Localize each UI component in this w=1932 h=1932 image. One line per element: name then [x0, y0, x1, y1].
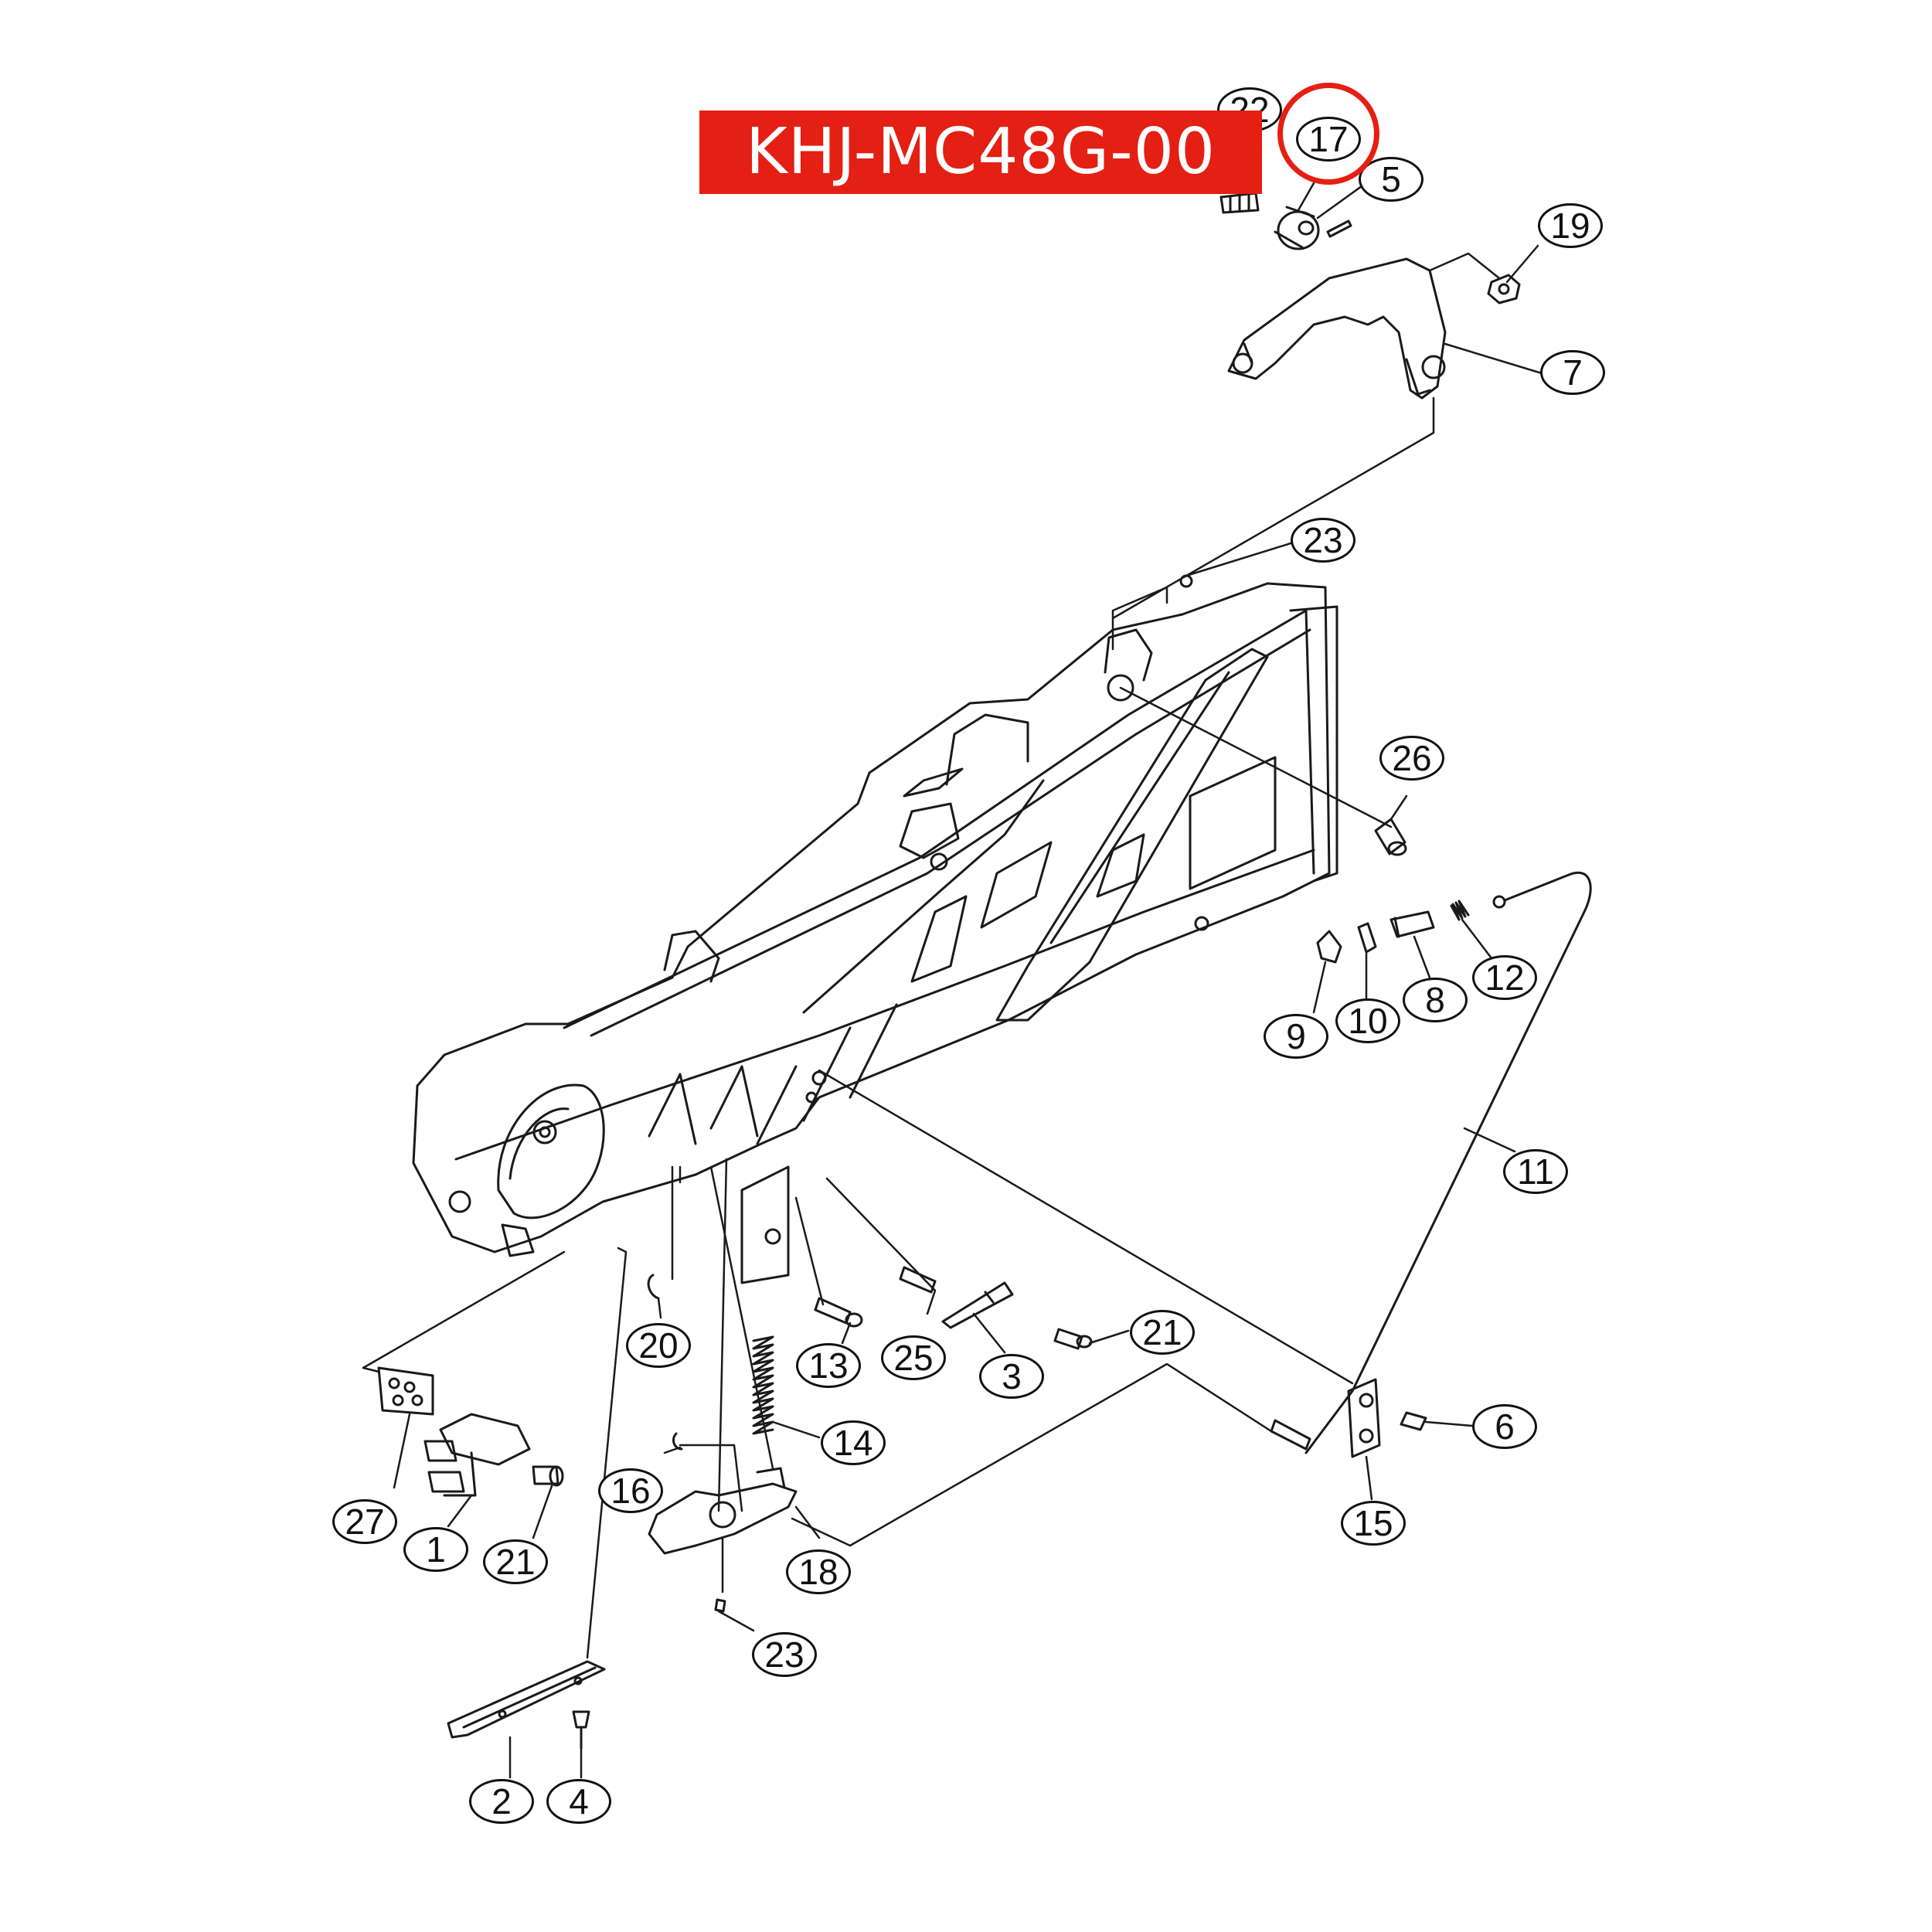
roller-part-17 — [1274, 206, 1320, 250]
frame-left-tab — [663, 930, 720, 983]
frame-hole-c — [805, 1091, 818, 1104]
spring-part-12 — [1450, 900, 1470, 921]
callout-23-lower: 23 — [752, 1632, 817, 1677]
callout-21-upper: 21 — [1130, 1310, 1195, 1355]
frame-lower-block — [740, 1165, 790, 1284]
frame-window-1 — [1189, 756, 1277, 890]
callout-15: 15 — [1341, 1501, 1406, 1546]
ring-part-20 — [647, 1274, 660, 1300]
clip-part-10 — [1357, 922, 1377, 954]
callout-18: 18 — [786, 1549, 851, 1594]
frame-hole-d — [1194, 916, 1209, 931]
frame-top-tab — [1104, 628, 1153, 682]
callout-11: 11 — [1503, 1149, 1568, 1194]
callout-4: 4 — [546, 1779, 611, 1824]
frame-rib-4 — [648, 1073, 697, 1145]
frame-lower-edge — [454, 849, 1315, 1161]
pin-long-rod — [1270, 1419, 1311, 1451]
nut-part-19 — [1487, 274, 1521, 304]
callout-21-lower: 21 — [483, 1539, 548, 1584]
feeder-frame — [412, 582, 1338, 1284]
screw-part-6 — [1400, 1411, 1427, 1431]
frame-rib-1 — [756, 1065, 798, 1145]
highlight-ring — [1277, 83, 1379, 185]
plate-part-27 — [377, 1366, 434, 1416]
frame-brace-2 — [941, 779, 1045, 890]
frame-pivot — [1107, 674, 1134, 702]
frame-window-3 — [980, 841, 1053, 929]
frame-hole-e — [764, 1228, 781, 1245]
pin-part-5 — [1326, 219, 1352, 238]
callout-1: 1 — [403, 1527, 468, 1572]
screw-part-21-lower — [532, 1465, 564, 1487]
plunger-part-8 — [1389, 910, 1435, 938]
pin-part-13 — [814, 1297, 863, 1328]
callout-25: 25 — [881, 1335, 946, 1380]
frame-top-notch — [945, 713, 1029, 786]
ring-part-16 — [672, 1432, 683, 1451]
callout-20: 20 — [626, 1323, 691, 1368]
part-number-banner: KHJ-MC48G-00 — [699, 111, 1262, 194]
screw-part-4 — [572, 1710, 590, 1750]
frame-top-rail — [563, 609, 1315, 1029]
frame-slot-2 — [1049, 671, 1230, 944]
callout-19: 19 — [1538, 203, 1603, 248]
frame-rib-5 — [709, 1065, 759, 1138]
callout-12: 12 — [1472, 955, 1537, 1000]
frame-rib-3 — [849, 1003, 898, 1099]
frame-long-slot — [995, 648, 1269, 1022]
frame-socket — [899, 802, 960, 859]
callout-23-upper: 23 — [1291, 518, 1355, 563]
frame-window-4 — [910, 895, 968, 983]
frame-outline — [412, 582, 1331, 1253]
block-part-1 — [423, 1413, 531, 1497]
pin-part-25 — [899, 1266, 937, 1294]
wire-part-11 — [1304, 872, 1592, 1454]
frame-tail-box — [1289, 605, 1338, 883]
callout-26: 26 — [1379, 736, 1444, 781]
callout-14: 14 — [821, 1420, 886, 1465]
callout-5: 5 — [1359, 157, 1423, 202]
frame-hole-a — [930, 852, 948, 871]
callout-6: 6 — [1472, 1404, 1537, 1449]
frame-window-2 — [1096, 833, 1145, 898]
callout-27: 27 — [332, 1499, 397, 1544]
frame-inner-top — [590, 628, 1311, 1037]
plate-part-15 — [1347, 1378, 1381, 1458]
callout-8: 8 — [1403, 978, 1468, 1022]
guide-part-2 — [447, 1660, 606, 1739]
lever-part-18 — [648, 1467, 798, 1555]
callout-16: 16 — [598, 1468, 663, 1513]
frame-rail-strip — [903, 767, 964, 798]
callout-9: 9 — [1264, 1014, 1328, 1059]
frame-hole-b — [811, 1070, 827, 1086]
clip-part-9 — [1316, 930, 1342, 964]
screw-part-21-upper — [1053, 1328, 1093, 1350]
callout-7: 7 — [1540, 350, 1605, 395]
wedge-part-3 — [941, 1281, 1014, 1329]
sprocket-wheel — [448, 1083, 605, 1257]
callout-13: 13 — [796, 1343, 861, 1388]
pin-part-23-lower — [714, 1598, 726, 1613]
callout-3: 3 — [979, 1354, 1044, 1399]
leader-lines — [362, 175, 1543, 1779]
spring-part-14 — [752, 1335, 774, 1435]
pin-part-26 — [1374, 818, 1407, 856]
callout-10: 10 — [1335, 998, 1400, 1043]
lever-part-7 — [1227, 257, 1447, 400]
frame-brace-1 — [802, 887, 944, 1014]
callout-2: 2 — [469, 1779, 534, 1824]
screw-part-22 — [1219, 192, 1260, 214]
